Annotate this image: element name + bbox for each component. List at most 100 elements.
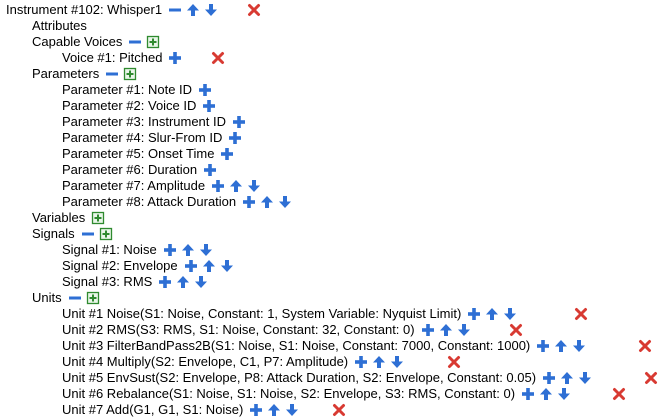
tree-row[interactable]: Unit #5 EnvSust(S2: Envelope, P8: Attack…: [0, 370, 667, 386]
arrow-down-icon[interactable]: [285, 403, 299, 417]
remove-x-icon[interactable]: [447, 355, 461, 369]
tree-row[interactable]: Unit #6 Rebalance(S1: Noise, S1: Noise, …: [0, 386, 667, 402]
tree-row-label: Unit #1 Noise(S1: Noise, Constant: 1, Sy…: [62, 306, 462, 321]
plus-icon[interactable]: [184, 259, 198, 273]
tree-row[interactable]: Instrument #102: Whisper1: [0, 2, 667, 18]
arrow-down-icon[interactable]: [220, 259, 234, 273]
arrow-down-icon[interactable]: [457, 323, 471, 337]
tree-row[interactable]: Signal #2: Envelope: [0, 258, 667, 274]
tree-row[interactable]: Variables: [0, 210, 667, 226]
minus-icon[interactable]: [105, 67, 119, 81]
remove-x-icon[interactable]: [638, 339, 652, 353]
arrow-down-icon[interactable]: [278, 195, 292, 209]
add-box-icon[interactable]: [146, 35, 160, 49]
arrow-down-icon[interactable]: [503, 307, 517, 321]
tree-row[interactable]: Signals: [0, 226, 667, 242]
plus-icon[interactable]: [354, 355, 368, 369]
minus-icon[interactable]: [68, 291, 82, 305]
remove-x-icon[interactable]: [211, 51, 225, 65]
tree-row[interactable]: Parameters: [0, 66, 667, 82]
plus-icon[interactable]: [168, 51, 182, 65]
plus-icon[interactable]: [203, 163, 217, 177]
plus-icon[interactable]: [202, 99, 216, 113]
plus-icon[interactable]: [211, 179, 225, 193]
minus-icon[interactable]: [128, 35, 142, 49]
remove-x-icon[interactable]: [509, 323, 523, 337]
arrow-up-icon[interactable]: [202, 259, 216, 273]
arrow-up-icon[interactable]: [372, 355, 386, 369]
tree-row-label: Variables: [32, 210, 86, 225]
arrow-down-icon[interactable]: [194, 275, 208, 289]
tree-row[interactable]: Units: [0, 290, 667, 306]
tree-row[interactable]: Parameter #4: Slur-From ID: [0, 130, 667, 146]
arrow-down-icon[interactable]: [557, 387, 571, 401]
arrow-down-icon[interactable]: [572, 339, 586, 353]
arrow-down-icon[interactable]: [199, 243, 213, 257]
tree-row[interactable]: Parameter #6: Duration: [0, 162, 667, 178]
tree-row[interactable]: Parameter #1: Note ID: [0, 82, 667, 98]
plus-icon[interactable]: [521, 387, 535, 401]
remove-x-icon[interactable]: [644, 371, 658, 385]
arrow-up-icon[interactable]: [485, 307, 499, 321]
add-box-icon[interactable]: [91, 211, 105, 225]
arrow-down-icon[interactable]: [247, 179, 261, 193]
tree-row-label: Parameter #4: Slur-From ID: [62, 130, 223, 145]
tree-row[interactable]: Signal #3: RMS: [0, 274, 667, 290]
remove-x-icon[interactable]: [247, 3, 261, 17]
plus-icon[interactable]: [158, 275, 172, 289]
plus-icon[interactable]: [228, 131, 242, 145]
arrow-down-icon[interactable]: [390, 355, 404, 369]
tree-row[interactable]: Parameter #8: Attack Duration: [0, 194, 667, 210]
tree-row[interactable]: Unit #4 Multiply(S2: Envelope, C1, P7: A…: [0, 354, 667, 370]
tree-row[interactable]: Parameter #3: Instrument ID: [0, 114, 667, 130]
plus-icon[interactable]: [232, 115, 246, 129]
arrow-up-icon[interactable]: [181, 243, 195, 257]
tree-row[interactable]: Unit #2 RMS(S3: RMS, S1: Noise, Constant…: [0, 322, 667, 338]
arrow-up-icon[interactable]: [260, 195, 274, 209]
arrow-up-icon[interactable]: [229, 179, 243, 193]
tree-row-label: Parameter #7: Amplitude: [62, 178, 206, 193]
plus-icon[interactable]: [198, 83, 212, 97]
tree-row-label: Units: [32, 290, 62, 305]
tree-row[interactable]: Voice #1: Pitched: [0, 50, 667, 66]
add-box-icon[interactable]: [123, 67, 137, 81]
add-box-icon[interactable]: [86, 291, 100, 305]
tree-row-label: Voice #1: Pitched: [62, 50, 163, 65]
tree-row[interactable]: Parameter #7: Amplitude: [0, 178, 667, 194]
tree-row[interactable]: Unit #1 Noise(S1: Noise, Constant: 1, Sy…: [0, 306, 667, 322]
plus-icon[interactable]: [163, 243, 177, 257]
tree-row[interactable]: Attributes: [0, 18, 667, 34]
arrow-up-icon[interactable]: [560, 371, 574, 385]
minus-icon[interactable]: [168, 3, 182, 17]
tree-row[interactable]: Capable Voices: [0, 34, 667, 50]
plus-icon[interactable]: [467, 307, 481, 321]
arrow-up-icon[interactable]: [186, 3, 200, 17]
tree-row-label: Capable Voices: [32, 34, 123, 49]
add-box-icon[interactable]: [99, 227, 113, 241]
tree-row-label: Parameter #8: Attack Duration: [62, 194, 237, 209]
tree-row[interactable]: Unit #3 FilterBandPass2B(S1: Noise, S1: …: [0, 338, 667, 354]
plus-icon[interactable]: [242, 195, 256, 209]
tree-row-label: Unit #4 Multiply(S2: Envelope, C1, P7: A…: [62, 354, 349, 369]
plus-icon[interactable]: [542, 371, 556, 385]
tree-row[interactable]: Signal #1: Noise: [0, 242, 667, 258]
remove-x-icon[interactable]: [332, 403, 346, 417]
arrow-down-icon[interactable]: [204, 3, 218, 17]
plus-icon[interactable]: [421, 323, 435, 337]
arrow-down-icon[interactable]: [578, 371, 592, 385]
tree-row[interactable]: Unit #7 Add(G1, G1, S1: Noise): [0, 402, 667, 418]
minus-icon[interactable]: [81, 227, 95, 241]
tree-row[interactable]: Parameter #5: Onset Time: [0, 146, 667, 162]
arrow-up-icon[interactable]: [439, 323, 453, 337]
remove-x-icon[interactable]: [574, 307, 588, 321]
plus-icon[interactable]: [220, 147, 234, 161]
arrow-up-icon[interactable]: [176, 275, 190, 289]
plus-icon[interactable]: [536, 339, 550, 353]
arrow-up-icon[interactable]: [267, 403, 281, 417]
remove-x-icon[interactable]: [612, 387, 626, 401]
arrow-up-icon[interactable]: [539, 387, 553, 401]
plus-icon[interactable]: [249, 403, 263, 417]
arrow-up-icon[interactable]: [554, 339, 568, 353]
tree-row[interactable]: Parameter #2: Voice ID: [0, 98, 667, 114]
